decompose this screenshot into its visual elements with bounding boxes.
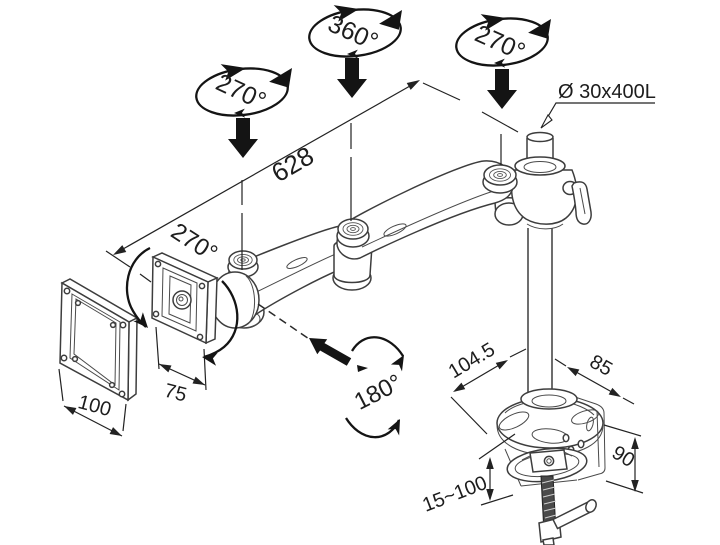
down-arrow-icon: [487, 69, 517, 109]
arm: [223, 160, 518, 329]
dim-label-base-width: 85: [586, 351, 616, 381]
rotate-out-arrow-icon: [379, 10, 402, 30]
rotate-tail-notch-icon: [234, 108, 246, 118]
rotate-cw-arrowhead-icon: [480, 14, 506, 31]
dim-label-pole-size: Ø 30x400L: [558, 81, 656, 103]
fold-axis-dashed-line: [257, 303, 313, 342]
rotation-badge-left-joint: 270°: [195, 64, 292, 158]
rotate-cw-arrowhead-icon: [333, 5, 359, 22]
rotation-label-fold: 180°: [350, 369, 406, 416]
down-arrow-icon: [228, 118, 258, 158]
rotate-out-arrow-icon: [269, 68, 292, 88]
pole: [526, 131, 554, 393]
rotation-label-left-joint: 270°: [212, 68, 271, 115]
rotate-out-arrow-icon: [528, 19, 551, 39]
vesa-plate-100: [59, 278, 139, 402]
arm-link-upper: [336, 160, 515, 260]
rotate-cw-arrowhead-icon: [220, 64, 246, 81]
rotate-arrowhead-icon: [387, 419, 400, 436]
clamp-handle: [538, 499, 597, 545]
rotate-arrowhead-icon: [202, 352, 218, 366]
dim-clamp-height: 90: [603, 424, 644, 494]
dim-label-arm-reach: 628: [266, 140, 319, 188]
rotation-badge-pole: 270°: [455, 14, 551, 109]
vesa-plate-75: [151, 252, 219, 345]
rotation-label-middle-joint: 360°: [324, 10, 383, 57]
dim-label-vesa-100: 100: [76, 391, 114, 421]
desk-clamp-base: [496, 388, 606, 545]
rotate-arrowhead-icon: [133, 312, 148, 328]
down-arrow-icon: [337, 58, 367, 98]
rotate-tail-notch-icon: [347, 49, 359, 59]
dim-label-vesa-75: 75: [162, 380, 189, 407]
rotate-tail-notch-icon: [494, 58, 506, 68]
pole-collar: [494, 156, 592, 230]
fold-notch-icon: [357, 365, 368, 372]
top-joint-cap: [482, 164, 518, 194]
rotate-arrowhead-icon: [390, 355, 404, 372]
fold-arrow-icon: [309, 338, 352, 366]
dim-vesa-75: 75: [155, 326, 207, 407]
dim-label-base-depth: 104.5: [445, 339, 499, 384]
clamp-pad: [506, 447, 588, 483]
dim-clamp-range: 15~100: [419, 433, 516, 517]
pole-top-cap: [526, 131, 554, 143]
base-hub: [520, 388, 578, 410]
dim-label-clamp-range: 15~100: [419, 472, 490, 517]
dim-pole-size: Ø 30x400L: [540, 81, 656, 129]
ball-joint-screw: [172, 290, 192, 310]
rotation-badge-fold: 180°: [309, 336, 406, 439]
rotation-badge-middle-joint: 360°: [308, 5, 402, 98]
middle-joint-cap: [336, 218, 370, 248]
rotation-label-pole: 270°: [471, 20, 530, 67]
tension-lever: [562, 180, 592, 225]
